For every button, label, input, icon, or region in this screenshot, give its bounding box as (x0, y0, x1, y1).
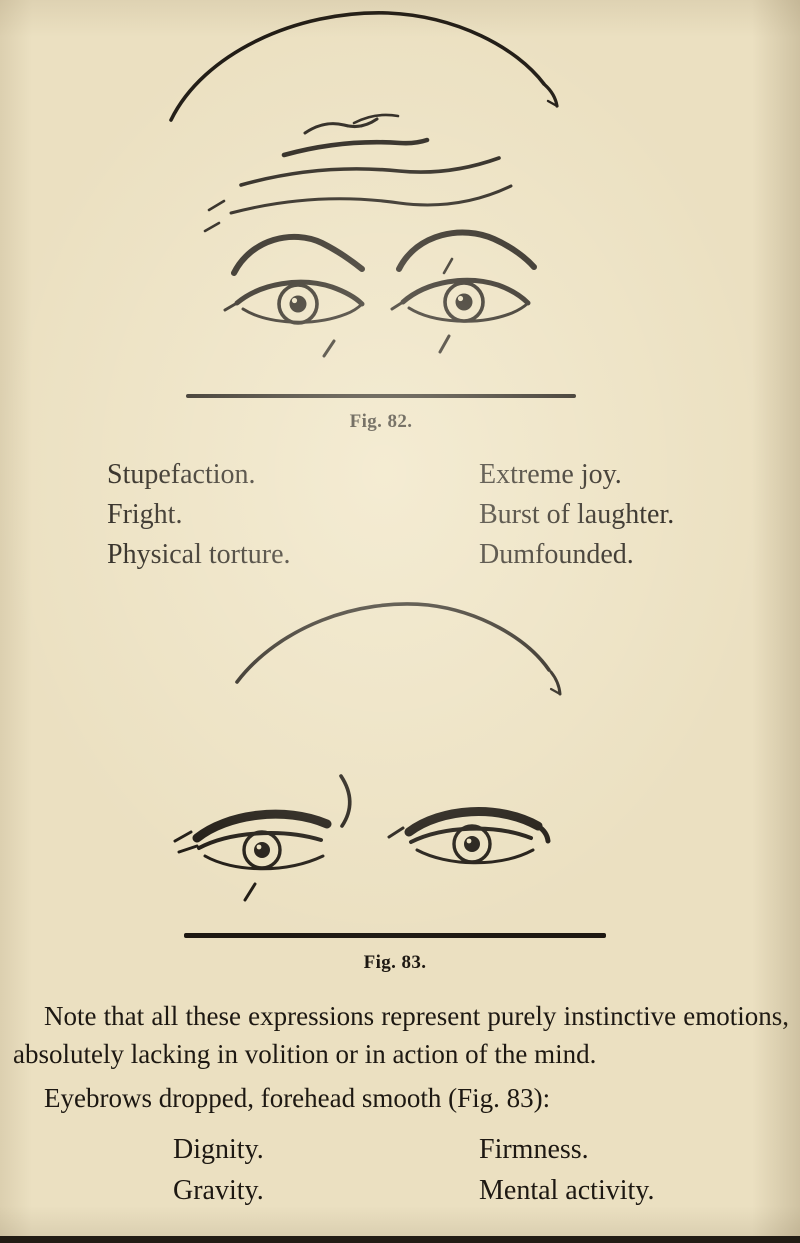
emotion-item: Fright. (107, 499, 183, 530)
emotion-item: Physical torture. (107, 539, 291, 570)
fig83-emotion-list-left: Dignity. Gravity. (173, 1129, 479, 1211)
emotion-item: Mental activity. (479, 1175, 655, 1206)
fig83-dropped-brows-drawing (173, 602, 562, 902)
emotion-item: Stupefaction. (107, 459, 256, 490)
fig83-subheading: Eyebrows dropped, forehead smooth (Fig. … (44, 1083, 551, 1113)
emotion-item: Firmness. (479, 1134, 589, 1165)
emotion-item: Gravity. (173, 1175, 264, 1206)
fig82-illustration (0, 0, 800, 372)
fig82-caption: Fig. 82. (349, 411, 413, 432)
fig83-emotion-lists: Dignity. Gravity. Firmness. Mental activ… (13, 1129, 789, 1211)
body-text: Note that all these expressions represen… (13, 997, 789, 1211)
fig82-rule (186, 394, 576, 398)
page-bottom-edge (0, 1236, 800, 1243)
emotion-item: Burst of laughter. (479, 499, 675, 530)
emotion-item: Dumfounded. (479, 539, 634, 570)
emotion-item: Dignity. (173, 1134, 264, 1165)
fig83-rule (184, 933, 606, 938)
fig83-caption: Fig. 83. (363, 952, 427, 973)
fig82-emotion-list-left: Stupefaction. Fright. Physical torture. (107, 455, 291, 575)
emotion-item: Extreme joy. (479, 459, 622, 490)
fig82-emotion-list-right: Extreme joy. Burst of laughter. Dumfound… (479, 455, 674, 575)
note-paragraph: Note that all these expressions represen… (13, 1001, 789, 1069)
fig83-emotion-list-right: Firmness. Mental activity. (479, 1129, 654, 1211)
fig83-illustration (0, 585, 800, 917)
fig82-raised-brows-drawing (169, 11, 559, 358)
